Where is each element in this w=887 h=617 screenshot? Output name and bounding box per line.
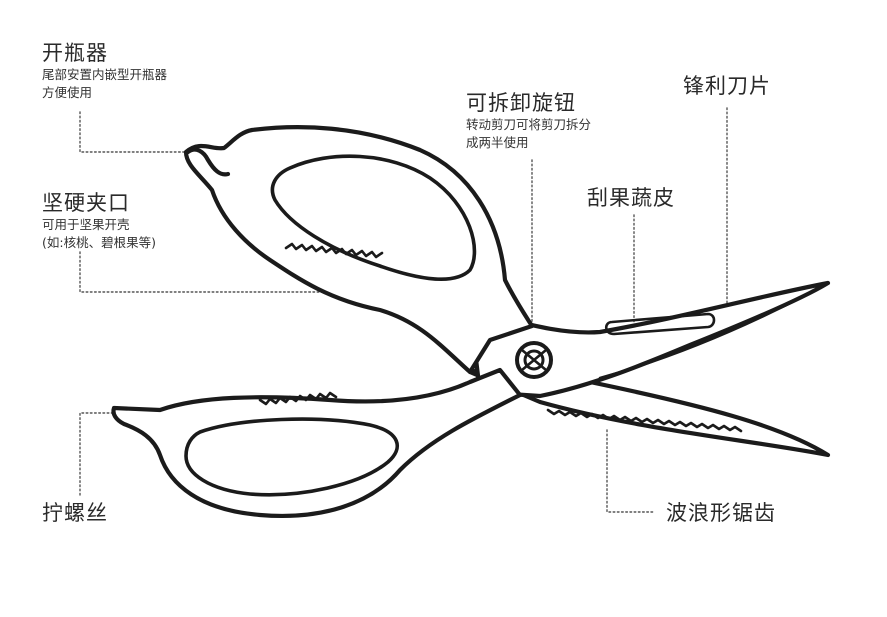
label-scraper: 刮果蔬皮: [587, 185, 675, 211]
upper-handle: [183, 125, 535, 375]
label-nut-clamp-desc-2: (如:核桃、碧根果等): [42, 235, 156, 250]
nut-clamp-teeth-upper: [284, 242, 384, 259]
label-screw-twist: 拧螺丝: [42, 500, 108, 526]
label-blade-title: 锋利刀片: [683, 74, 771, 98]
label-opener-title: 开瓶器: [42, 41, 108, 65]
label-blade: 锋利刀片: [683, 73, 771, 99]
label-serrated-title: 波浪形锯齿: [666, 501, 776, 525]
lower-handle: [111, 367, 523, 518]
label-opener-desc-2: 方便使用: [42, 85, 93, 100]
leader-opener: [79, 111, 191, 153]
label-nut-clamp-title: 坚硬夹口: [42, 191, 130, 215]
label-knob-title: 可拆卸旋钮: [466, 91, 576, 115]
leader-nut-clamp: [79, 251, 363, 293]
label-opener: 开瓶器 尾部安置内嵌型开瓶器 方便使用: [42, 40, 167, 102]
label-screw-twist-title: 拧螺丝: [42, 501, 108, 525]
label-knob-desc-1: 转动剪刀可将剪刀拆分: [466, 117, 592, 132]
label-nut-clamp: 坚硬夹口 可用于坚果开壳 (如:核桃、碧根果等): [42, 190, 156, 252]
upper-blade: [467, 280, 831, 399]
label-nut-clamp-desc-1: 可用于坚果开壳: [42, 217, 130, 232]
label-knob: 可拆卸旋钮 转动剪刀可将剪刀拆分 成两半使用: [466, 90, 591, 152]
label-knob-desc-2: 成两半使用: [466, 135, 529, 150]
label-scraper-title: 刮果蔬皮: [587, 186, 675, 210]
leader-screw-twist: [79, 412, 119, 496]
nut-clamp-teeth-lower: [258, 391, 338, 406]
leader-lines: [79, 107, 728, 513]
pivot-knob: [515, 341, 553, 379]
leader-serrated: [606, 429, 655, 513]
label-serrated: 波浪形锯齿: [666, 500, 776, 526]
peeler-slot: [604, 312, 716, 336]
label-opener-desc-1: 尾部安置内嵌型开瓶器: [42, 67, 168, 82]
bottle-opener-notch: [185, 147, 231, 177]
